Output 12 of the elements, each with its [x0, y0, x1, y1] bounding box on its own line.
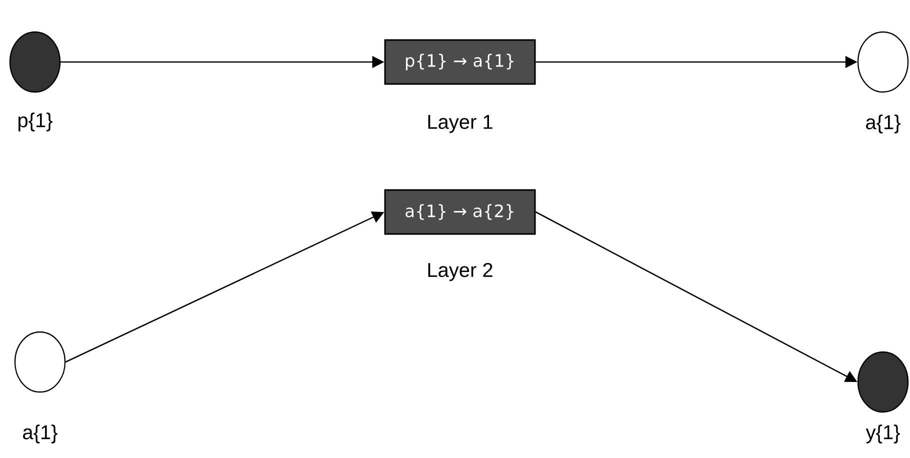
filled-circle [9, 31, 61, 93]
node-label: p{1} [18, 112, 52, 132]
node-label: Layer 2 [428, 262, 492, 282]
empty-circle [14, 331, 66, 393]
layer-box: p{1} → a{1} [384, 39, 536, 85]
node-label: y{1} [866, 424, 900, 444]
filled-circle [857, 351, 909, 413]
node-label: Layer 1 [428, 115, 492, 133]
node-label: a{1} [23, 424, 58, 444]
empty-circle [857, 31, 909, 93]
node-label: a{1} [866, 114, 900, 134]
layer-box: a{1} → a{2} [384, 189, 536, 235]
